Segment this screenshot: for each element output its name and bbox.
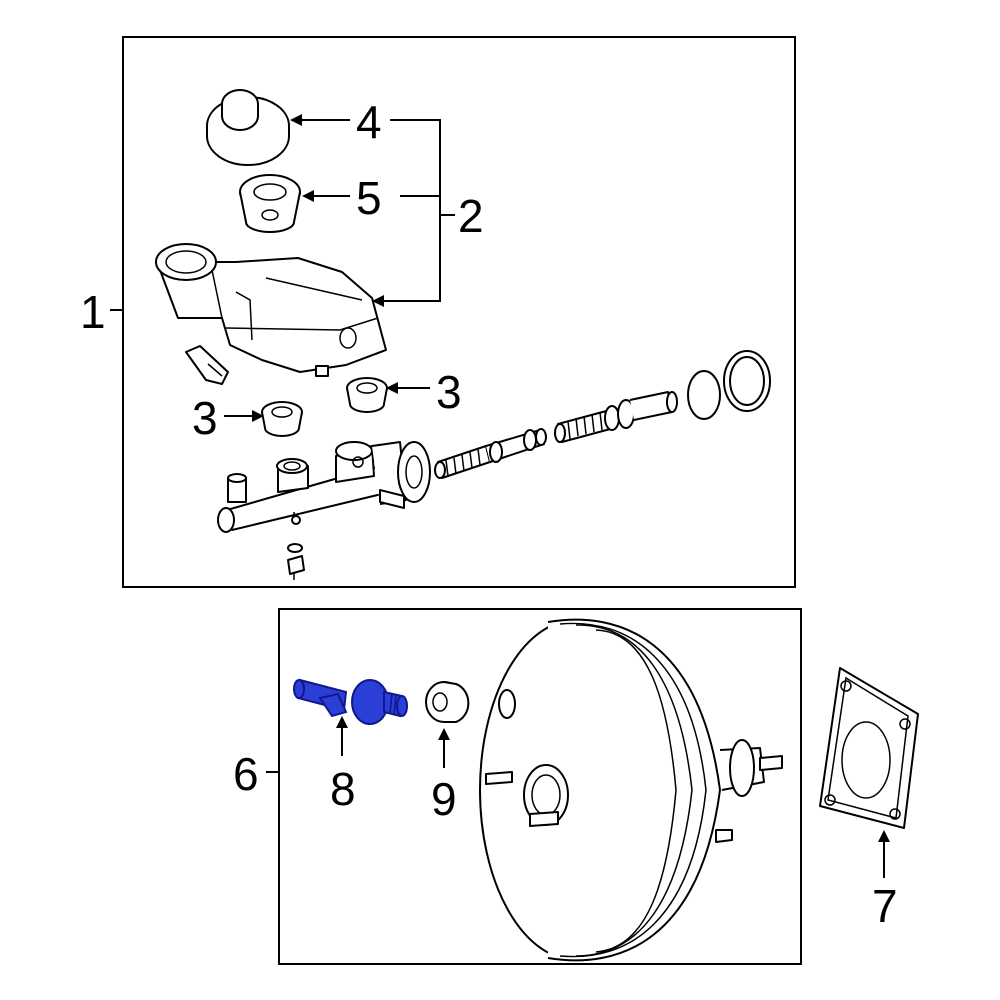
callout-6: 6	[233, 748, 259, 800]
primary-piston-assembly[interactable]	[434, 428, 547, 479]
callout-3-right: 3	[436, 366, 462, 418]
reservoir-grommet-right[interactable]	[346, 377, 388, 413]
booster-gasket[interactable]	[819, 667, 919, 829]
reservoir-strainer[interactable]	[239, 174, 301, 233]
callout-4: 4	[356, 96, 382, 148]
vacuum-check-valve[interactable]	[293, 678, 408, 725]
callout-9: 9	[431, 773, 457, 825]
callout-1: 1	[80, 286, 106, 338]
bracket-2	[374, 119, 455, 302]
secondary-piston-assembly[interactable]	[554, 391, 678, 443]
o-ring-small[interactable]	[687, 370, 721, 420]
master-cylinder-panel	[122, 36, 796, 588]
callout-5: 5	[356, 172, 382, 224]
brake-fluid-reservoir[interactable]	[155, 243, 387, 377]
o-ring-large-inner	[729, 356, 765, 406]
master-cylinder-body[interactable]	[217, 441, 431, 533]
brake-booster-panel	[278, 608, 802, 965]
callout-8: 8	[330, 763, 356, 815]
reservoir-grommet-left[interactable]	[261, 401, 303, 437]
bleeder-fitting[interactable]	[287, 543, 305, 580]
reservoir-cap[interactable]	[206, 89, 290, 166]
callout-7: 7	[872, 880, 898, 932]
callout-3-left: 3	[192, 392, 218, 444]
callout-2: 2	[458, 190, 484, 242]
fluid-level-sensor[interactable]	[185, 345, 229, 385]
check-valve-grommet[interactable]	[425, 681, 470, 723]
brake-booster[interactable]	[479, 618, 783, 962]
